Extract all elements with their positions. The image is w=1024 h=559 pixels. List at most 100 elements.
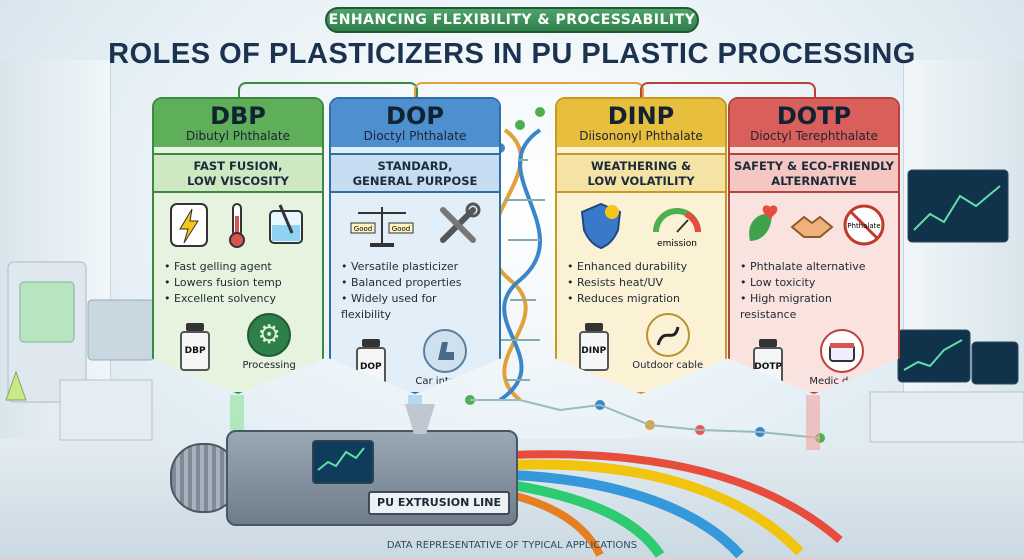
card-full-name: Dioctyl Phthalate xyxy=(363,129,467,143)
car-seat-icon xyxy=(422,329,467,373)
card-abbr: DINP xyxy=(607,102,675,130)
gear-icon: ⚙ xyxy=(247,313,292,357)
role-line-1: STANDARD, xyxy=(377,159,453,173)
card-bullets: Phthalate alternative Low toxicity High … xyxy=(730,259,898,323)
card-abbr: DOTP xyxy=(776,102,852,130)
bullet-item: Reduces migration xyxy=(567,291,715,307)
role-line-1: WEATHERING & xyxy=(590,159,692,173)
bullet-item: Phthalate alternative xyxy=(740,259,888,275)
application-label: Processing xyxy=(242,360,296,371)
card-bottom: DBP ⚙ Processing xyxy=(154,307,322,371)
page-title: ROLES OF PLASTICIZERS IN PU PLASTIC PROC… xyxy=(108,38,916,70)
card-icons: emission xyxy=(557,193,725,257)
left-cabinet xyxy=(59,379,153,441)
beaker-icon xyxy=(268,204,303,244)
role-line-2: GENERAL PURPOSE xyxy=(352,174,478,188)
role-line-1: SAFETY & ECO-FRIENDLY xyxy=(733,159,895,173)
molecule-chain xyxy=(465,107,825,443)
bullet-item: High migration resistance xyxy=(740,291,888,323)
subtitle-ribbon: ENHANCING FLEXIBILITY & PROCESSABILITY xyxy=(325,7,699,33)
handshake-icon xyxy=(790,215,834,238)
bullet-item: Low toxicity xyxy=(740,275,888,291)
balance-scale-icon: Good Good xyxy=(350,207,413,247)
card-dinp: DINP Diisononyl Phthalate WEATHERING & L… xyxy=(555,97,727,394)
card-dbp: DBP Dibutyl Phthalate FAST FUSION, LOW V… xyxy=(152,97,324,394)
card-role: WEATHERING & LOW VOLATILITY xyxy=(557,153,725,193)
bullet-item: Enhanced durability xyxy=(567,259,715,275)
card-abbr: DOP xyxy=(386,102,444,130)
gauge-label: emission xyxy=(657,239,697,249)
right-desk-monitor xyxy=(897,329,971,383)
card-header: DOP Dioctyl Phthalate xyxy=(331,99,499,147)
screen-chart-icon xyxy=(317,447,365,471)
card-full-name: Dioctyl Terephthalate xyxy=(750,129,878,143)
bullet-item: Excellent solvency xyxy=(164,291,312,307)
left-machine-window xyxy=(19,281,75,343)
cable-icon xyxy=(645,313,690,357)
card-role: FAST FUSION, LOW VISCOSITY xyxy=(154,153,322,193)
scale-label-left: Good xyxy=(353,225,371,233)
right-wall-monitor xyxy=(907,169,1009,243)
card-bullets: Enhanced durability Resists heat/UV Redu… xyxy=(557,259,725,307)
right-small-monitor xyxy=(971,341,1019,385)
application: Car internal xyxy=(415,329,474,387)
right-desk xyxy=(869,391,1024,443)
bullet-item: Lowers fusion temp xyxy=(164,275,312,291)
card-dotp: DOTP Dioctyl Terephthalate SAFETY & ECO-… xyxy=(728,97,900,394)
scale-label-right: Good xyxy=(391,225,409,233)
dotp-flow-glow xyxy=(806,395,820,450)
bullet-item: Widely used for flexibility xyxy=(341,291,489,323)
bullet-item: Balanced properties xyxy=(341,275,489,291)
thermometer-icon xyxy=(228,203,245,248)
card-abbr: DBP xyxy=(210,102,266,130)
leaf-heart-icon xyxy=(749,205,778,241)
medical-container-icon xyxy=(820,329,865,373)
gauge-icon: emission xyxy=(653,208,701,249)
card-bottom: DINP Outdoor cable xyxy=(557,307,725,371)
no-phthalate-icon: Phthalate xyxy=(843,204,885,246)
left-monitor xyxy=(87,299,155,361)
bottle-label: DBP xyxy=(180,331,211,371)
application: Medic device xyxy=(809,329,875,387)
extruded-tubes xyxy=(510,450,843,559)
card-header: DBP Dibutyl Phthalate xyxy=(154,99,322,147)
bullet-item: Fast gelling agent xyxy=(164,259,312,275)
application: Outdoor cable xyxy=(632,313,703,371)
card-icons: Good Good xyxy=(331,193,499,257)
extruder-screen xyxy=(312,440,374,484)
card-role: SAFETY & ECO-FRIENDLY ALTERNATIVE xyxy=(730,153,898,193)
bottle-label: DINP xyxy=(578,331,609,371)
bottle-icon: DBP xyxy=(180,323,211,371)
wrench-icon xyxy=(439,202,480,243)
monitor-chart-line xyxy=(913,185,1001,231)
connector-dotp xyxy=(640,82,816,99)
card-bullets: Versatile plasticizer Balanced propertie… xyxy=(331,259,499,323)
role-line-2: LOW VOLATILITY xyxy=(587,174,695,188)
dbp-flow-glow xyxy=(230,395,244,440)
card-header: DINP Diisononyl Phthalate xyxy=(557,99,725,147)
no-sign-label: Phthalate xyxy=(847,222,880,230)
connector-dbp xyxy=(238,82,418,99)
role-line-1: FAST FUSION, xyxy=(193,159,283,173)
card-bottom: DOTP Medic device xyxy=(730,323,898,387)
connector-dinp xyxy=(414,82,644,99)
card-header: DOTP Dioctyl Terephthalate xyxy=(730,99,898,147)
bullet-item: Versatile plasticizer xyxy=(341,259,489,275)
application-label: Medic device xyxy=(809,376,875,387)
machine-label: PU EXTRUSION LINE xyxy=(368,491,510,515)
role-line-2: ALTERNATIVE xyxy=(771,174,857,188)
card-full-name: Dibutyl Phthalate xyxy=(185,129,291,143)
card-icons: Phthalate xyxy=(730,193,898,257)
application-label: Outdoor cable xyxy=(632,360,704,371)
application: ⚙ Processing xyxy=(242,313,296,371)
card-dop: DOP Dioctyl Phthalate STANDARD, GENERAL … xyxy=(329,97,501,394)
card-bullets: Fast gelling agent Lowers fusion temp Ex… xyxy=(154,259,322,307)
footnote: DATA REPRESENTATIVE OF TYPICAL APPLICATI… xyxy=(386,540,638,551)
application-label: Car internal xyxy=(415,376,475,387)
flask-icon xyxy=(5,370,27,401)
bottle-icon: DINP xyxy=(578,323,609,371)
desk-monitor-chart-line xyxy=(903,339,963,371)
card-icons xyxy=(154,193,322,257)
lightning-icon xyxy=(170,203,209,247)
